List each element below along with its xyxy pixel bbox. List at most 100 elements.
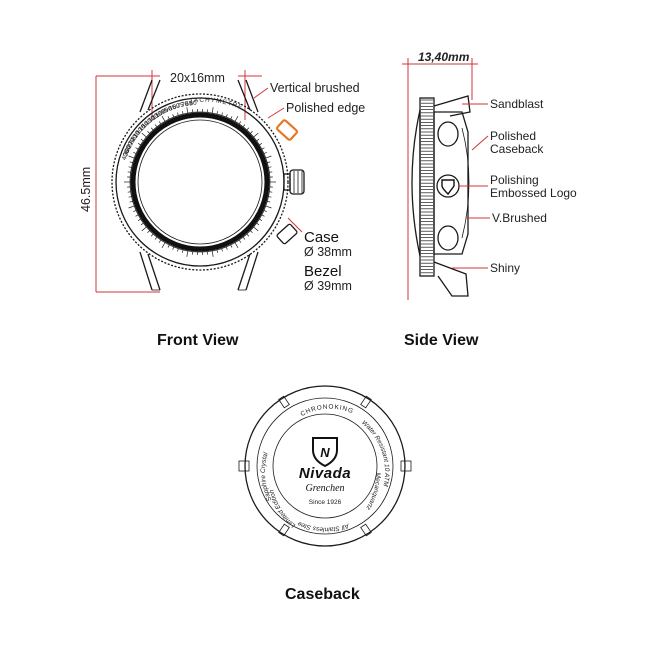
bezel-tick <box>230 116 233 120</box>
bezel-tick <box>268 196 272 198</box>
tachymetre-number: 60 <box>189 100 197 108</box>
caseback-brand-city: Grenchen <box>305 483 344 494</box>
bezel-tick <box>147 230 150 233</box>
bezel-tick <box>186 107 189 114</box>
lug-bottom-left <box>139 251 161 291</box>
bezel-tick <box>211 250 214 257</box>
tachymetre-number: 75 <box>176 101 185 110</box>
bezel-tick <box>242 236 246 240</box>
polishing-logo-label-2: Embossed Logo <box>490 186 577 200</box>
tachymetre-number: 300 <box>124 140 135 153</box>
caseback-brand: Nivada <box>299 465 351 482</box>
bezel-tick <box>129 161 133 164</box>
bezel-tick <box>221 112 223 116</box>
bezel-tick <box>211 107 214 114</box>
caseback-notch-top-right <box>360 395 372 409</box>
bezel-tick <box>140 138 144 142</box>
bezel-tick <box>147 131 150 134</box>
case-arrow <box>287 217 303 233</box>
bezel-tick <box>177 112 179 116</box>
caseback-model-path: CHRONOKING <box>299 404 353 419</box>
bezel-tick <box>261 214 265 217</box>
bezel-tick <box>221 248 223 252</box>
bezel-tick <box>256 138 260 142</box>
caseback-model: CHRONOKING <box>299 404 354 419</box>
bezel-tick <box>167 116 170 120</box>
caseback-ring <box>256 397 394 535</box>
bezel-dim: Ø 39mm <box>304 279 352 293</box>
bezel-tick <box>182 111 184 115</box>
tachymetre-number: 100 <box>155 108 168 120</box>
bezel-tick <box>263 151 267 154</box>
bezel-label: Bezel <box>304 263 342 280</box>
tachymetre-number: 400 <box>121 148 131 161</box>
bezel-tick <box>128 205 135 209</box>
height-dim-label: 46.5mm <box>79 167 93 212</box>
bezel-tick <box>141 226 147 232</box>
bezel-tick <box>253 132 259 138</box>
tachymetre-ticks <box>124 107 276 257</box>
bezel-tick <box>161 242 166 248</box>
bezel-tick <box>246 127 250 131</box>
polished-edge-label: Polished edge <box>286 101 365 115</box>
bezel-tick <box>234 116 239 122</box>
polished-caseback-label-1: Polished <box>490 129 536 143</box>
tachymetre-number: 85 <box>168 103 178 112</box>
side-crystal <box>411 109 421 257</box>
side-pusher-bottom <box>437 225 459 251</box>
caseback-notch-bottom-left <box>278 523 290 537</box>
caseback-outer <box>244 385 406 547</box>
bezel-tick <box>253 226 259 232</box>
vertical-brushed-label: Vertical brushed <box>270 81 360 95</box>
caseback-shield-icon <box>312 437 338 468</box>
pusher-top <box>276 119 298 141</box>
bezel-tick <box>133 151 137 154</box>
tachymetre-number: 360 <box>122 144 133 157</box>
bezel-tick <box>128 155 135 159</box>
caseback-movement-path: Mecanquartz <box>364 472 381 511</box>
shiny-label: Shiny <box>490 261 520 275</box>
caseback-notch-top-left <box>278 395 290 409</box>
side-pusher-top <box>437 121 459 147</box>
bezel-tick <box>261 147 265 150</box>
bezel-tick <box>137 218 141 221</box>
bezel-tick <box>133 210 137 213</box>
tachymetre-number: 90 <box>164 105 174 114</box>
bezel-tick <box>225 114 228 118</box>
bezel-tick <box>230 244 233 248</box>
lug-bottom-right <box>237 251 259 291</box>
side-crown-logo-icon <box>441 179 455 196</box>
crown-stem <box>283 173 291 191</box>
side-bezel-knurl <box>421 99 433 277</box>
bezel-tick <box>238 121 242 125</box>
vertical-brushed-arrow <box>253 87 269 99</box>
bezel-tick <box>150 127 154 131</box>
sandblast-label: Sandblast <box>490 97 544 111</box>
bezel-tick <box>129 200 133 203</box>
polished-caseback-arrow <box>471 135 489 151</box>
side-lug-top <box>433 95 471 117</box>
side-view: 13,40mm Sandblast Polished Caseback Poli… <box>402 50 577 349</box>
bezel-tick <box>141 132 147 138</box>
bezel-tick <box>242 124 246 128</box>
tachymetre-number: 240 <box>128 133 140 146</box>
bezel-tick <box>225 246 228 250</box>
bezel-tick <box>265 205 272 209</box>
tachymetre-number: 70 <box>181 100 190 108</box>
thickness-label: 13,40mm <box>418 50 470 64</box>
side-view-title: Side View <box>404 332 479 349</box>
polished-caseback-label-2: Caseback <box>490 142 544 156</box>
caseback-since: Since 1926 <box>309 499 342 506</box>
bezel-tick <box>135 147 139 150</box>
bezel-tick <box>265 155 272 159</box>
side-caseback <box>461 127 470 239</box>
crown <box>289 169 305 195</box>
bezel-tick <box>135 214 139 217</box>
front-view-title: Front View <box>157 332 239 349</box>
bezel-tick <box>259 143 263 146</box>
bezel-tick <box>259 218 263 221</box>
bezel-tick <box>158 239 162 243</box>
bezel-tick <box>172 246 175 250</box>
bezel-tick <box>267 200 271 203</box>
